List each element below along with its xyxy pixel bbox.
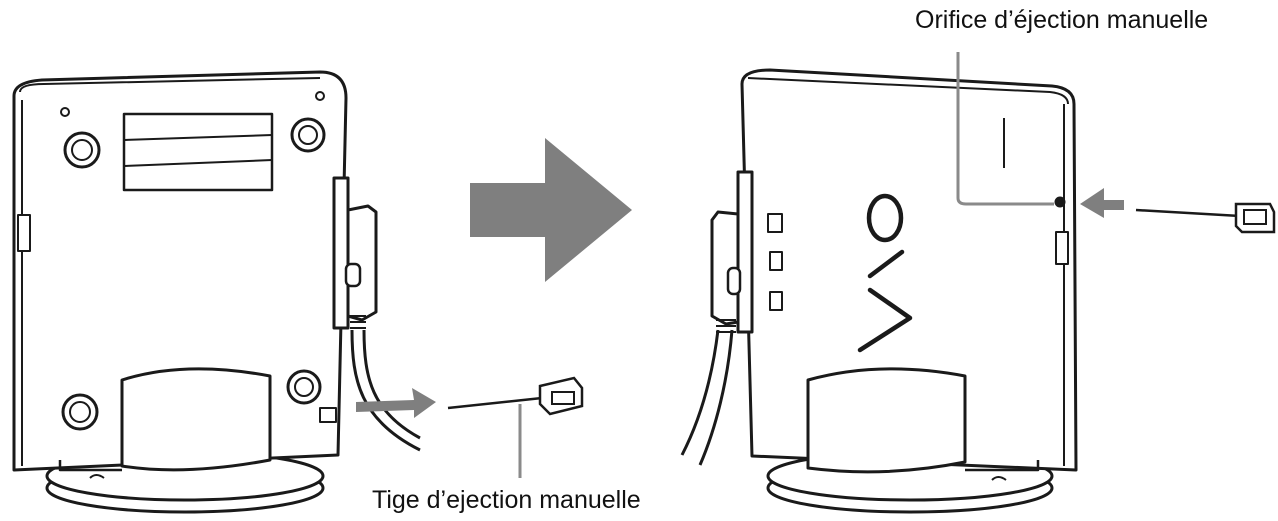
vaio-logo (857, 193, 913, 353)
ejection-pin-right (1135, 202, 1276, 234)
insert-arrow-left (356, 388, 436, 418)
insert-arrow-right (1080, 188, 1124, 218)
drive-back-view (12, 70, 421, 514)
transition-arrow (470, 138, 632, 282)
ejection-hole-label: Orifice d’éjection manuelle (915, 6, 1209, 34)
ejection-pin-label: Tige d’ejection manuelle (372, 486, 641, 514)
drive-front-view (680, 68, 1078, 514)
leader-lines (518, 52, 1054, 478)
ejection-pin-left (447, 376, 584, 416)
